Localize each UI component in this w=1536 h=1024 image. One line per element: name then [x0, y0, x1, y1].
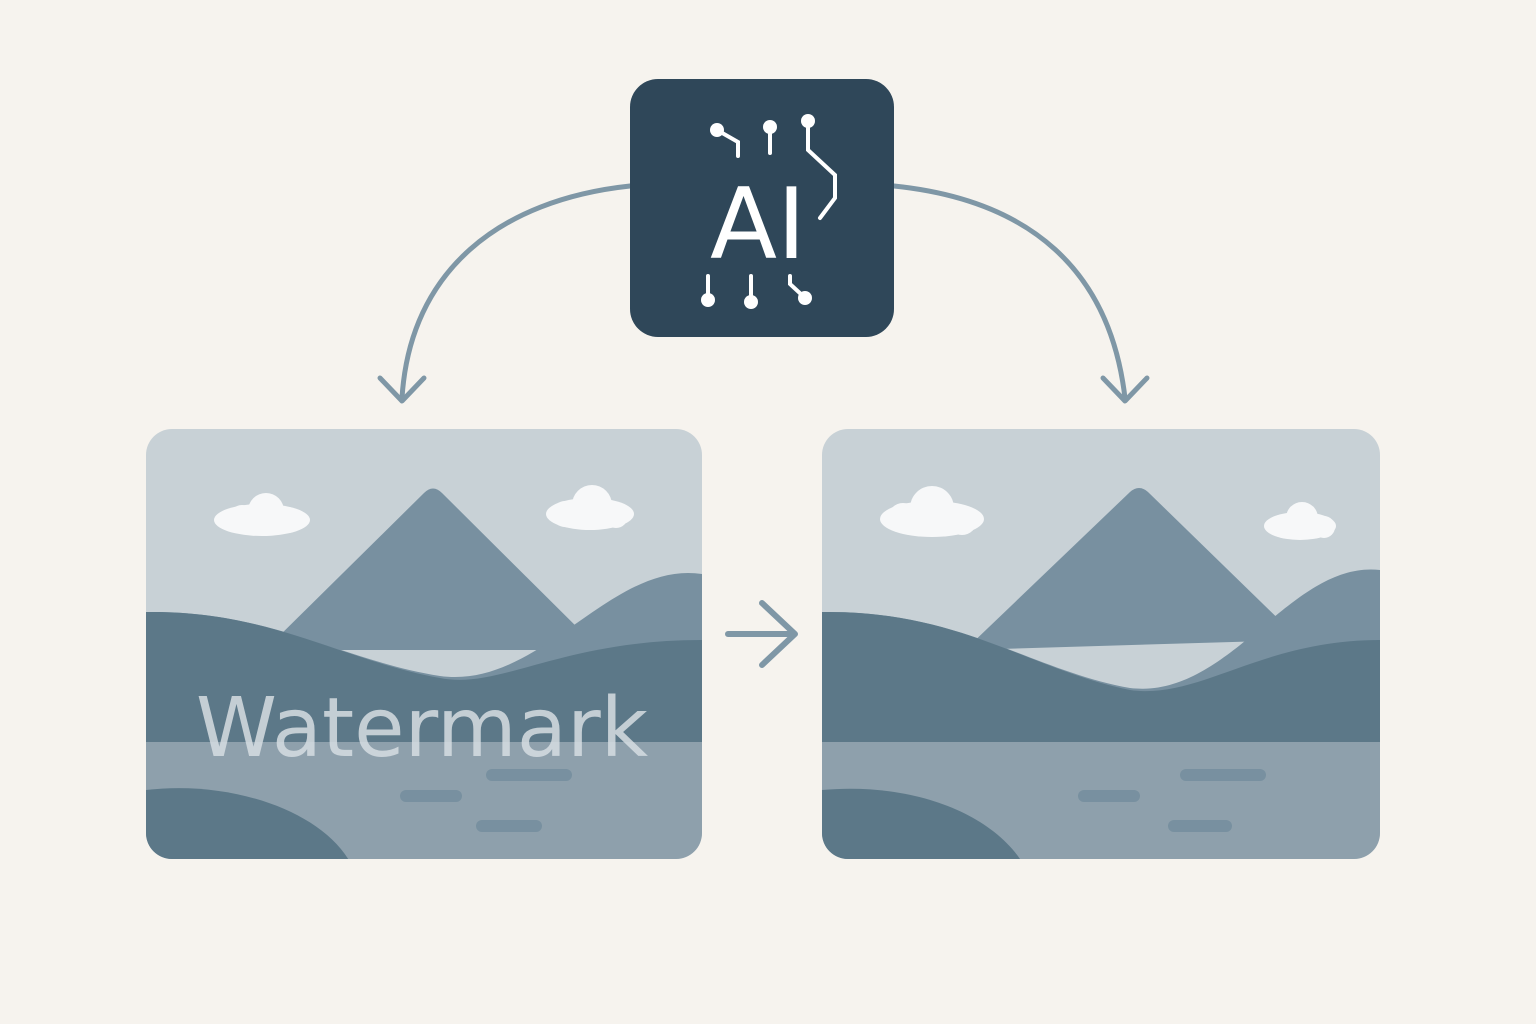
- cloud-icon: [880, 486, 984, 537]
- hill-front: [146, 611, 702, 750]
- ripple: [476, 820, 542, 832]
- ai-badge: AI: [630, 79, 894, 337]
- ripple: [1078, 790, 1140, 802]
- before-image: Watermark: [146, 429, 702, 859]
- after-image: [822, 429, 1380, 859]
- mountain: [265, 488, 600, 650]
- curved-arrow-right: [891, 183, 1150, 404]
- curved-arrow-left: [377, 183, 633, 404]
- watermark-text: Watermark: [196, 681, 649, 776]
- arrow-right-icon: [725, 600, 798, 668]
- cloud-icon: [546, 485, 634, 530]
- ai-badge-label: AI: [710, 168, 806, 282]
- ripple: [1168, 820, 1232, 832]
- mountain: [965, 488, 1300, 650]
- foreground-bank: [822, 788, 1022, 859]
- foreground-bank: [146, 788, 350, 859]
- hill-front: [822, 611, 1380, 750]
- cloud-icon: [1264, 502, 1336, 540]
- ripple: [486, 769, 572, 781]
- cloud-icon: [214, 493, 310, 536]
- ripple: [1180, 769, 1266, 781]
- ripple: [400, 790, 462, 802]
